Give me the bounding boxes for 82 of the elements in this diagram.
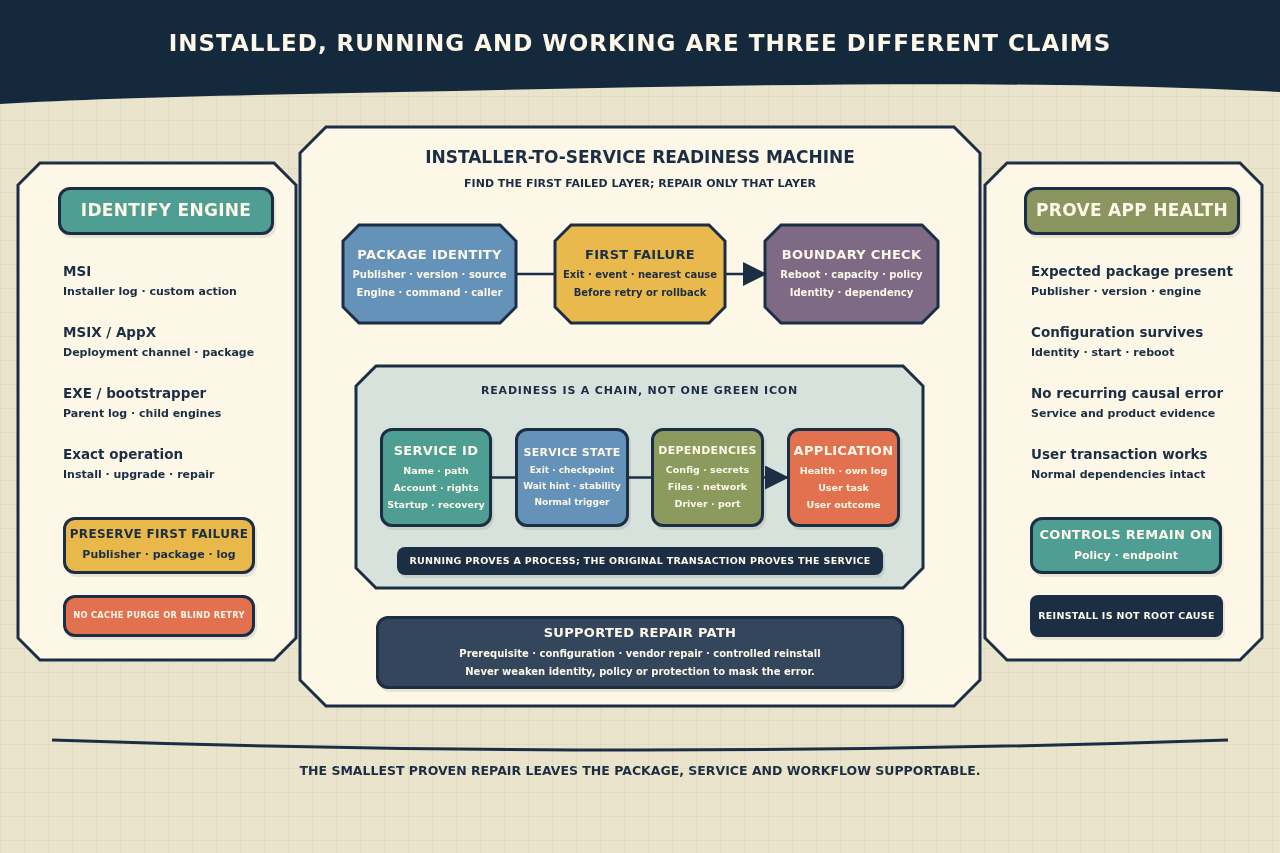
- main-panel: [300, 127, 980, 706]
- box-detail: Health · own log: [799, 463, 888, 478]
- box-title: APPLICATION: [793, 441, 894, 460]
- item-heading: MSIX / AppX: [63, 323, 157, 341]
- repair-box: [376, 616, 904, 689]
- chain-card: [380, 428, 492, 527]
- box-detail: Wait hint · stability: [523, 480, 621, 494]
- side-panel: [985, 163, 1262, 660]
- page-title: INSTALLED, RUNNING AND WORKING ARE THREE DIFFERENT CLAIMS: [167, 30, 1113, 56]
- stage-box: [555, 225, 725, 323]
- connector-line: [492, 476, 515, 479]
- box-detail: Name · path: [403, 463, 469, 478]
- item-detail: Install · upgrade · repair: [63, 467, 215, 482]
- item-heading: Exact operation: [63, 445, 184, 463]
- box-title: PROVE APP HEALTH: [1036, 199, 1228, 223]
- box-detail: User outcome: [806, 498, 881, 513]
- item-heading: Configuration survives: [1031, 323, 1204, 341]
- box-detail: Exit · checkpoint: [529, 463, 615, 477]
- box-detail: Publisher · package · log: [82, 547, 236, 563]
- box-title: CONTROLS REMAIN ON: [1039, 525, 1213, 544]
- box-title: IDENTIFY ENGINE: [80, 199, 252, 223]
- box-title: DEPENDENCIES: [658, 443, 757, 459]
- box-title: NO CACHE PURGE OR BLIND RETRY: [73, 610, 245, 622]
- box-detail: Engine · command · caller: [356, 286, 503, 301]
- warning-box: [1030, 595, 1223, 637]
- item-detail: Normal dependencies intact: [1031, 467, 1206, 482]
- box-detail: Exit · event · nearest cause: [562, 268, 718, 283]
- caption: THE SMALLEST PROVEN REPAIR LEAVES THE PACKAGE, SERVICE AND WORKFLOW SUPPORTABLE.: [298, 763, 982, 778]
- connector-line: [629, 476, 651, 479]
- box-title: PACKAGE IDENTITY: [357, 245, 502, 264]
- box-detail: Identity · dependency: [789, 286, 914, 301]
- box-detail: Publisher · version · source: [352, 268, 507, 283]
- panel-title: READINESS IS A CHAIN, NOT ONE GREEN ICON: [481, 384, 798, 397]
- warning-box: [63, 595, 255, 637]
- chain-card: [515, 428, 629, 527]
- chain-card: [787, 428, 900, 527]
- item-detail: Deployment channel · package: [63, 345, 255, 360]
- box-detail: Files · network: [667, 479, 748, 494]
- item-heading: MSI: [63, 262, 92, 280]
- header-pill: [1024, 187, 1240, 235]
- item-detail: Service and product evidence: [1031, 406, 1216, 421]
- box-detail: User task: [818, 481, 869, 496]
- chain-panel: [356, 366, 923, 588]
- chain-card: [651, 428, 764, 527]
- side-panel: [18, 163, 296, 660]
- item-heading: EXE / bootstrapper: [63, 384, 207, 402]
- box-detail: Driver · port: [674, 496, 741, 511]
- box-detail: Config · secrets: [665, 462, 750, 477]
- item-detail: Parent log · child engines: [63, 406, 222, 421]
- box-title: SERVICE ID: [393, 441, 479, 460]
- box-title: SUPPORTED REPAIR PATH: [543, 624, 737, 643]
- box-title: BOUNDARY CHECK: [781, 245, 922, 264]
- arrow: [725, 262, 767, 286]
- item-heading: User transaction works: [1031, 445, 1208, 463]
- item-detail: Identity · start · reboot: [1031, 345, 1175, 360]
- box-title: SERVICE STATE: [523, 444, 621, 460]
- box-detail: Before retry or rollback: [573, 286, 707, 301]
- connector-line: [516, 272, 555, 276]
- item-heading: No recurring causal error: [1031, 384, 1224, 402]
- panel-title: INSTALLER-TO-SERVICE READINESS MACHINE: [425, 147, 855, 167]
- item-detail: Publisher · version · engine: [1031, 284, 1202, 299]
- note-box: [63, 517, 255, 574]
- box-detail: Normal trigger: [534, 496, 610, 510]
- box-detail: Account · rights: [393, 481, 479, 496]
- box-title: PRESERVE FIRST FAILURE: [69, 526, 249, 543]
- item-detail: Installer log · custom action: [63, 284, 237, 299]
- box-detail: Never weaken identity, policy or protection to mask the error.: [465, 664, 815, 679]
- box-detail: Prerequisite · configuration · vendor repair · controlled reinstall: [459, 646, 821, 661]
- box-detail: Startup · recovery: [387, 498, 485, 513]
- note-box: [1030, 517, 1222, 574]
- stage-box: [343, 225, 516, 323]
- summary-bar: [397, 547, 883, 575]
- box-detail: Reboot · capacity · policy: [780, 268, 923, 283]
- panel-subtitle: FIND THE FIRST FAILED LAYER; REPAIR ONLY THAT LAYER: [464, 177, 816, 190]
- header-pill: [58, 187, 274, 235]
- stage-box: [765, 225, 938, 323]
- box-detail: Policy · endpoint: [1073, 547, 1179, 564]
- box-title: RUNNING PROVES A PROCESS; THE ORIGINAL TRANSACTION PROVES THE SERVICE: [409, 554, 871, 568]
- arrow: [764, 465, 789, 490]
- box-title: FIRST FAILURE: [585, 245, 695, 264]
- item-heading: Expected package present: [1031, 262, 1233, 280]
- box-title: REINSTALL IS NOT ROOT CAUSE: [1038, 609, 1215, 623]
